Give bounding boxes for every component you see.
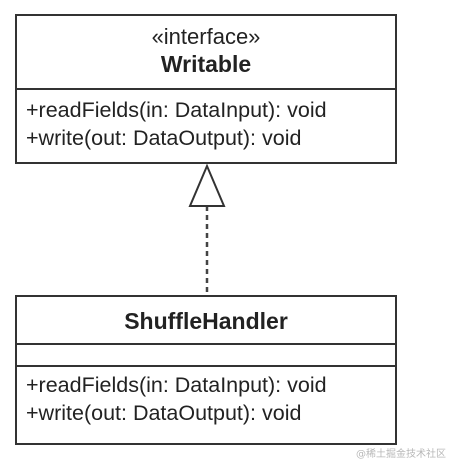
class-box-shufflehandler: ShuffleHandler +readFields(in: DataInput… (15, 295, 397, 445)
methods-compartment-writable: +readFields(in: DataInput): void +write(… (17, 90, 395, 152)
method-write: +write(out: DataOutput): void (26, 126, 302, 150)
watermark: @稀土掘金技术社区 (356, 449, 446, 460)
method-readfields: +readFields(in: DataInput): void (26, 373, 327, 397)
class-header-writable: «interface» Writable (17, 16, 395, 90)
class-name-shufflehandler: ShuffleHandler (124, 308, 288, 334)
class-box-writable: «interface» Writable +readFields(in: Dat… (15, 14, 397, 164)
class-header-shufflehandler: ShuffleHandler (17, 297, 395, 345)
stereotype-label: «interface» (151, 24, 261, 49)
methods-compartment-shufflehandler: +readFields(in: DataInput): void +write(… (17, 367, 395, 427)
realization-arrowhead-icon (188, 163, 226, 207)
class-name-writable: Writable (160, 51, 252, 77)
method-write: +write(out: DataOutput): void (26, 401, 302, 425)
method-readfields: +readFields(in: DataInput): void (26, 98, 327, 122)
attributes-compartment-shufflehandler (17, 345, 395, 367)
